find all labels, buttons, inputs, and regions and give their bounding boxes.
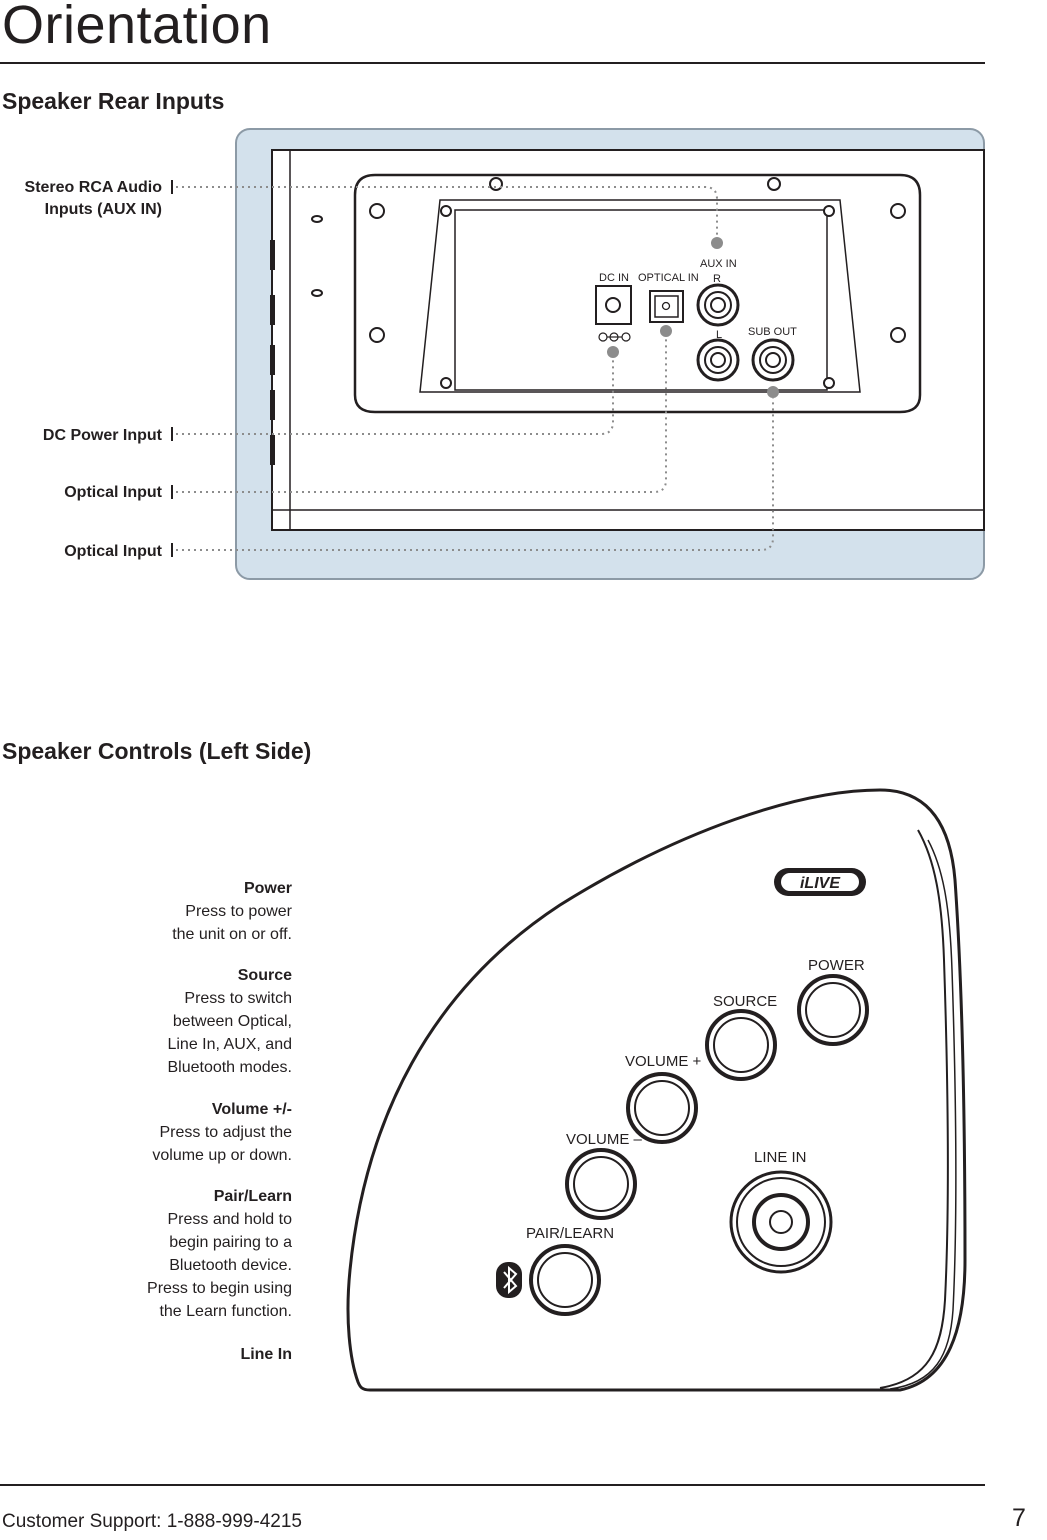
control-desc-line: Press to adjust the xyxy=(159,1124,292,1141)
control-title-line-in: Line In xyxy=(240,1346,292,1363)
control-desc-line: begin pairing to a xyxy=(169,1234,292,1251)
page-number: 7 xyxy=(1012,1504,1026,1532)
callout-optical-2: Optical Input xyxy=(64,543,162,560)
callout-stereo-rca-line2: Inputs (AUX IN) xyxy=(44,201,162,218)
control-desc-line: between Optical, xyxy=(172,1013,292,1030)
control-title-power: Power xyxy=(243,880,292,897)
device-label-source: SOURCE xyxy=(713,993,777,1010)
control-desc-line: Bluetooth device. xyxy=(169,1257,292,1274)
label-sub-out: SUB OUT xyxy=(748,326,797,338)
page-title: Orientation xyxy=(2,0,272,55)
control-desc-pair-learn: Pair/Learn Press and hold to begin pairi… xyxy=(32,1185,292,1323)
callout-stereo-rca: Stereo RCA Audio Inputs (AUX IN) xyxy=(25,177,162,221)
control-desc-line: Line In, AUX, and xyxy=(167,1036,292,1053)
device-label-volume-up: VOLUME + xyxy=(625,1053,702,1070)
control-desc-source: Source Press to switch between Optical, … xyxy=(32,964,292,1079)
line-in-jack[interactable] xyxy=(729,1170,833,1274)
rear-section-heading: Speaker Rear Inputs xyxy=(2,88,225,114)
pair-learn-button[interactable] xyxy=(529,1244,601,1316)
control-title-pair-learn: Pair/Learn xyxy=(213,1188,292,1205)
device-label-pair-learn: PAIR/LEARN xyxy=(526,1225,614,1242)
side-section-heading: Speaker Controls (Left Side) xyxy=(2,738,312,764)
label-dc-in: DC IN xyxy=(599,272,629,284)
title-rule xyxy=(0,62,985,64)
control-desc-line-in: Line In xyxy=(32,1343,292,1366)
device-label-volume-down: VOLUME – xyxy=(566,1131,643,1148)
aux-r-jack xyxy=(696,283,740,327)
control-desc-line: volume up or down. xyxy=(152,1147,292,1164)
rear-panel-diagram: DC IN OPTICAL IN AUX IN R L SUB OUT xyxy=(171,128,985,580)
label-aux-l: L xyxy=(716,329,722,341)
control-desc-line: the Learn function. xyxy=(159,1303,292,1320)
label-aux-in: AUX IN xyxy=(700,258,737,270)
aux-l-jack xyxy=(696,338,740,382)
callout-dc-power: DC Power Input xyxy=(42,427,162,444)
label-aux-r: R xyxy=(713,273,721,285)
logo-text: iLIVE xyxy=(800,875,841,892)
control-desc-line: Bluetooth modes. xyxy=(167,1059,292,1076)
control-desc-line: the unit on or off. xyxy=(172,926,292,943)
source-button[interactable] xyxy=(705,1009,777,1081)
control-desc-volume: Volume +/- Press to adjust the volume up… xyxy=(32,1098,292,1167)
device-label-line-in: LINE IN xyxy=(754,1149,807,1166)
device-label-power: POWER xyxy=(808,957,865,974)
callout-stereo-rca-line1: Stereo RCA Audio xyxy=(24,179,162,196)
volume-up-button[interactable] xyxy=(626,1072,698,1144)
sub-out-jack xyxy=(751,338,795,382)
control-desc-power: Power Press to power the unit on or off. xyxy=(32,877,292,946)
control-title-volume: Volume +/- xyxy=(211,1101,292,1118)
control-desc-line: Press and hold to xyxy=(167,1211,292,1228)
bluetooth-icon xyxy=(496,1262,522,1298)
callout-optical-1: Optical Input xyxy=(64,484,162,501)
control-title-source: Source xyxy=(237,967,292,984)
label-optical-in: OPTICAL IN xyxy=(638,272,699,284)
footer-support-text: Customer Support: 1-888-999-4215 xyxy=(2,1511,302,1532)
control-desc-line: Press to switch xyxy=(184,990,292,1007)
volume-down-button[interactable] xyxy=(565,1148,637,1220)
footer-rule xyxy=(0,1484,985,1486)
power-button[interactable] xyxy=(797,974,869,1046)
ilive-logo: iLIVE xyxy=(774,868,866,896)
dc-in-jack xyxy=(595,285,632,325)
control-desc-line: Press to begin using xyxy=(147,1280,292,1297)
control-desc-line: Press to power xyxy=(185,903,292,920)
side-panel-diagram: iLIVE POWER SOURCE VOLUME + VOLUME – LIN… xyxy=(346,788,967,1392)
